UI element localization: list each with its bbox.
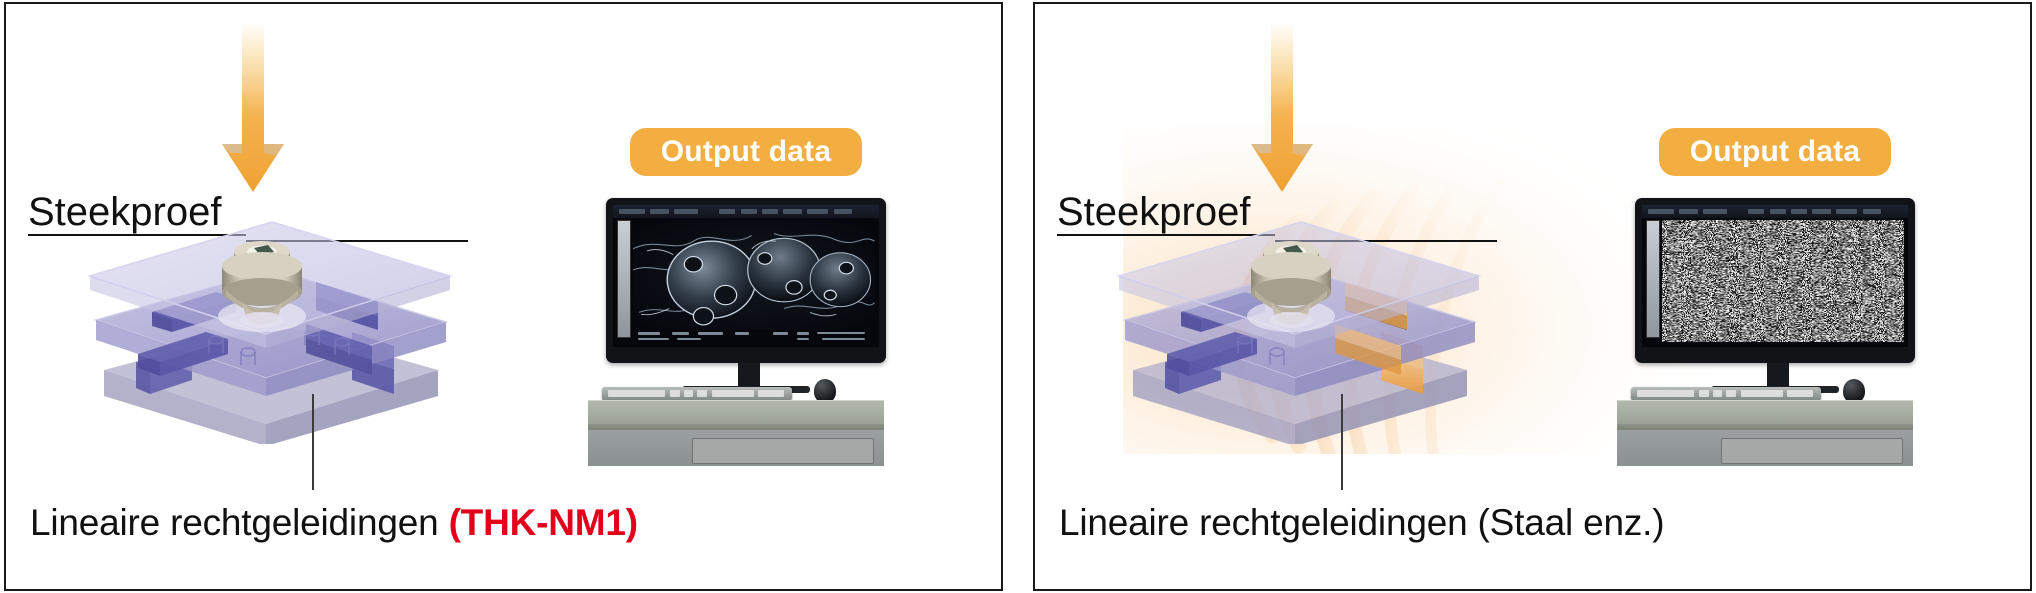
screen-status-bar — [633, 331, 875, 344]
static-noise-image — [1662, 220, 1904, 342]
linear-guide-stage-steel — [1095, 156, 1487, 444]
caption-prefix: Lineaire rechtgeleidingen (Staal enz.) — [1059, 502, 1664, 543]
keyboard — [1631, 387, 1821, 401]
screen-side-scale — [1646, 220, 1660, 338]
caption-leader-line-thk — [312, 394, 314, 490]
screen-side-scale — [617, 220, 631, 338]
caption-leader-line-steel — [1341, 394, 1343, 490]
caption-highlight: (THK-NM1) — [449, 502, 638, 543]
output-monitor-steel — [1635, 198, 1915, 363]
caption-steel: Lineaire rechtgeleidingen (Staal enz.) — [1059, 502, 1664, 544]
linear-guide-stage-thk — [66, 156, 458, 444]
output-monitor-thk — [606, 198, 886, 363]
sem-image — [633, 220, 875, 331]
desk-top — [588, 400, 884, 425]
output-data-badge: Output data — [1659, 128, 1891, 176]
screen-toolbar — [613, 205, 878, 218]
monitor-screen-noise — [1642, 205, 1907, 347]
screen-toolbar — [1642, 205, 1907, 218]
desk-drawer — [692, 438, 874, 464]
caption-thk: Lineaire rechtgeleidingen (THK-NM1) — [30, 502, 638, 544]
desk-top — [1617, 400, 1913, 425]
desk-drawer — [1721, 438, 1903, 464]
monitor-screen-clear — [613, 205, 878, 347]
panel-thk-nm1: Steekproef — [4, 2, 1003, 591]
output-data-badge: Output data — [630, 128, 862, 176]
caption-prefix: Lineaire rechtgeleidingen — [30, 502, 449, 543]
output-data-badge-label: Output data — [1690, 135, 1861, 169]
panel-steel: Steekproef — [1033, 2, 2032, 591]
keyboard — [602, 387, 792, 401]
output-data-badge-label: Output data — [661, 135, 832, 169]
